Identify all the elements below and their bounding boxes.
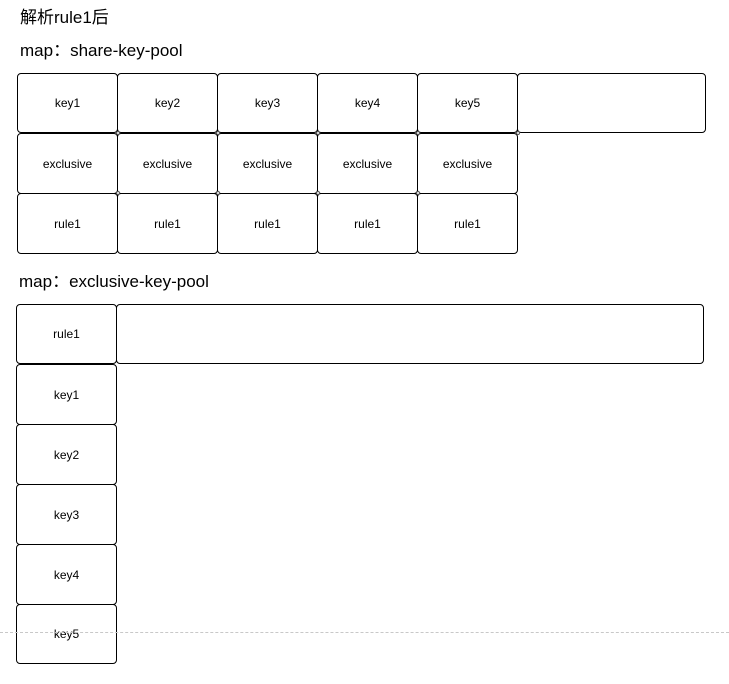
share-key-row-tail bbox=[517, 73, 706, 133]
share-rule-cell: rule1 bbox=[417, 193, 518, 254]
exclusive-rule-row-tail bbox=[116, 304, 704, 364]
grid-junction bbox=[316, 131, 320, 135]
share-type-cell: exclusive bbox=[417, 133, 518, 194]
share-rule-cell: rule1 bbox=[17, 193, 118, 254]
diagram-title: 解析rule1后 bbox=[20, 8, 109, 27]
grid-junction bbox=[216, 131, 220, 135]
exclusive-key-pool-label: map：exclusive-key-pool bbox=[19, 272, 209, 291]
page-break-line bbox=[0, 632, 729, 633]
grid-junction bbox=[216, 191, 220, 195]
share-rule-cell: rule1 bbox=[117, 193, 218, 254]
share-type-cell: exclusive bbox=[217, 133, 318, 194]
share-rule-cell: rule1 bbox=[317, 193, 418, 254]
share-key-cell: key3 bbox=[217, 73, 318, 133]
share-rule-cell: rule1 bbox=[217, 193, 318, 254]
exclusive-rule-cell: rule1 bbox=[16, 304, 117, 364]
share-key-cell: key1 bbox=[17, 73, 118, 133]
exclusive-key-cell: key4 bbox=[16, 544, 117, 605]
share-type-cell: exclusive bbox=[317, 133, 418, 194]
grid-junction bbox=[416, 131, 420, 135]
grid-junction bbox=[316, 191, 320, 195]
share-key-cell: key5 bbox=[417, 73, 518, 133]
exclusive-key-cell: key2 bbox=[16, 424, 117, 485]
grid-junction bbox=[516, 131, 520, 135]
grid-junction bbox=[116, 191, 120, 195]
share-key-cell: key4 bbox=[317, 73, 418, 133]
grid-junction bbox=[116, 131, 120, 135]
exclusive-key-cell: key5 bbox=[16, 604, 117, 664]
share-type-cell: exclusive bbox=[117, 133, 218, 194]
exclusive-key-cell: key3 bbox=[16, 484, 117, 545]
share-type-cell: exclusive bbox=[17, 133, 118, 194]
share-key-cell: key2 bbox=[117, 73, 218, 133]
grid-junction bbox=[416, 191, 420, 195]
share-key-pool-label: map：share-key-pool bbox=[20, 41, 183, 60]
exclusive-key-cell: key1 bbox=[16, 364, 117, 425]
